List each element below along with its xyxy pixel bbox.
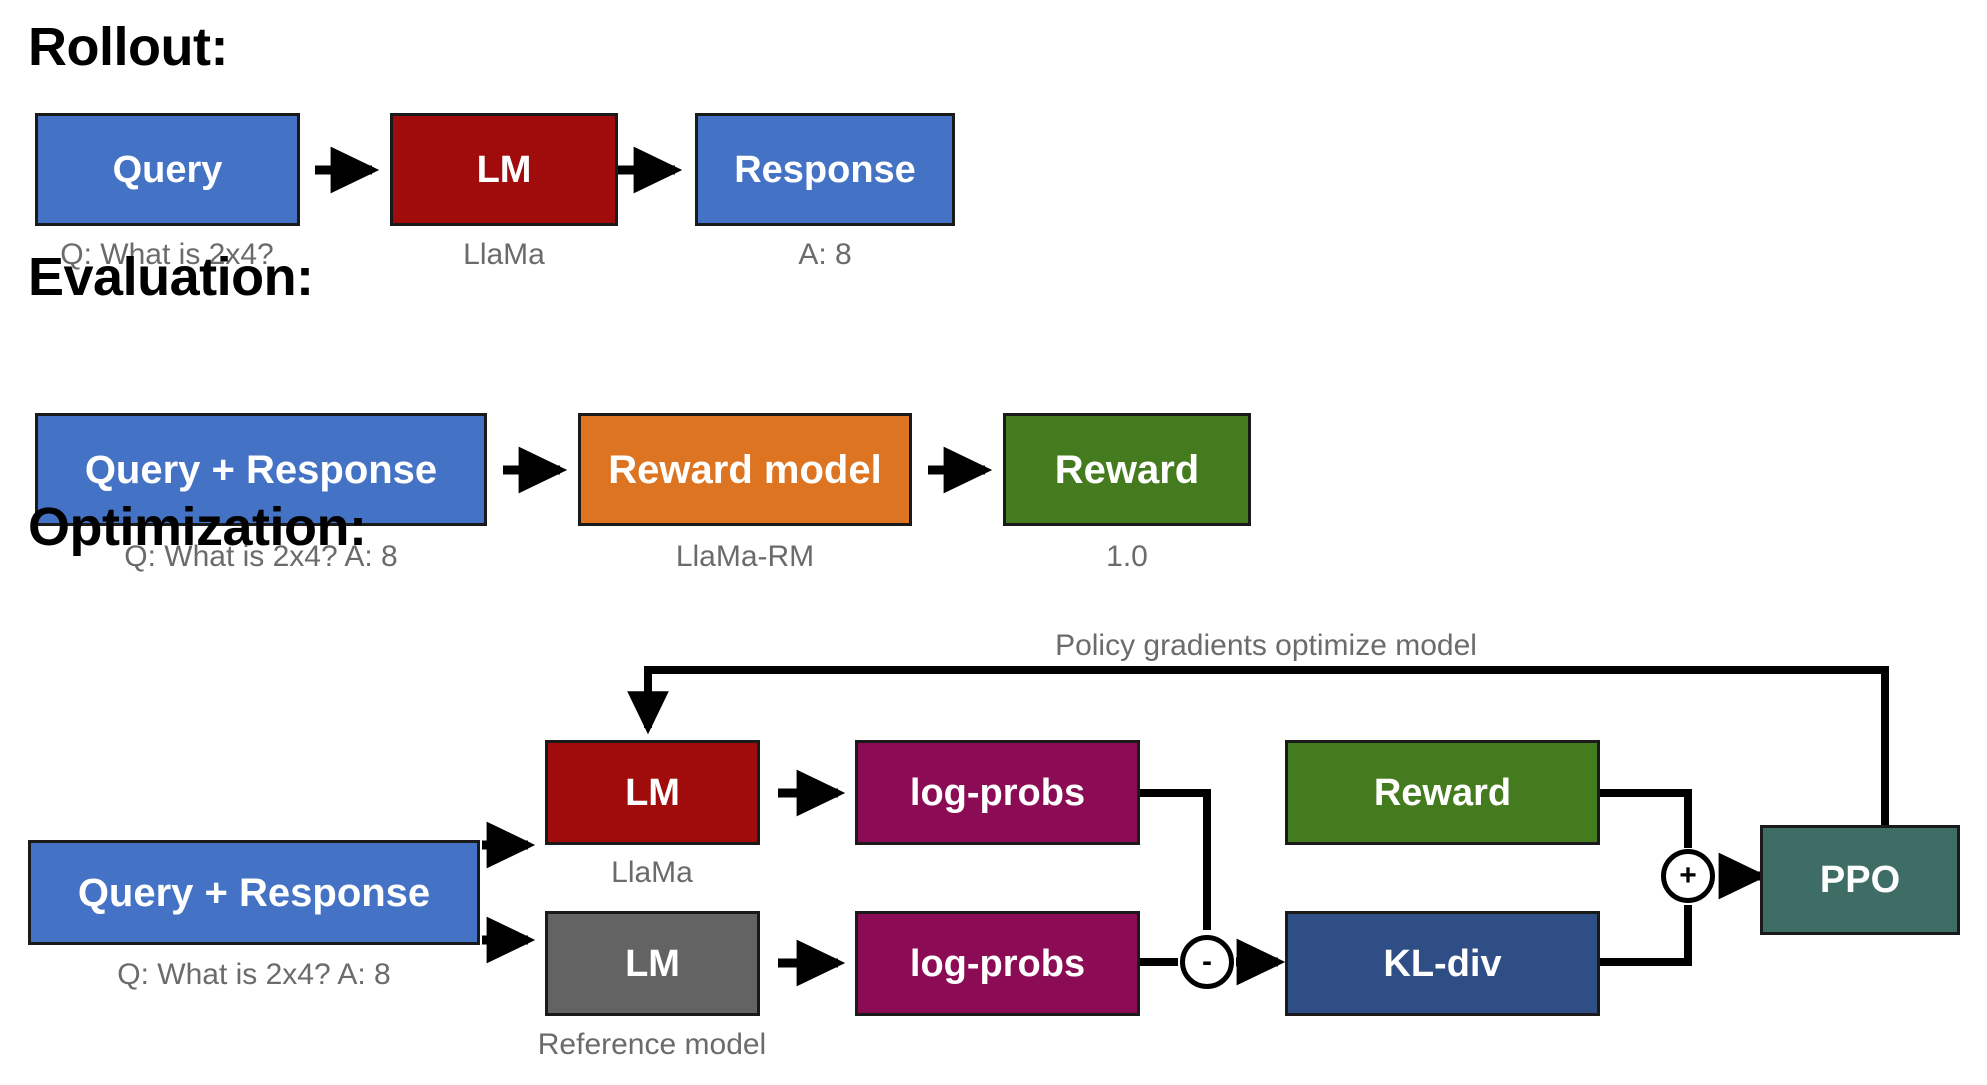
box-opt-query-response[interactable]: Query + Response <box>28 840 480 945</box>
box-opt-lm-reference[interactable]: LM <box>545 911 760 1016</box>
caption-response: A: 8 <box>798 238 852 271</box>
box-ppo[interactable]: PPO <box>1760 825 1960 935</box>
box-logprobs-policy[interactable]: log-probs <box>855 740 1140 845</box>
box-response[interactable]: Response <box>695 113 955 226</box>
caption-opt-lm-policy: LlaMa <box>611 856 693 889</box>
box-eval-query-response[interactable]: Query + Response <box>35 413 487 526</box>
caption-reward-model: LlaMa-RM <box>675 540 815 573</box>
operator-subtract-node[interactable]: - <box>1180 935 1234 989</box>
section-title-rollout: Rollout: <box>28 17 228 77</box>
caption-rollout-lm: LlaMa <box>463 238 545 271</box>
label-policy-gradients-feedback: Policy gradients optimize model <box>1055 629 1477 662</box>
box-rollout-lm[interactable]: LM <box>390 113 618 226</box>
caption-eval-reward: 1.0 <box>1106 540 1148 573</box>
caption-opt-query-response: Q: What is 2x4? A: 8 <box>117 958 391 991</box>
section-title-evaluation: Evaluation: <box>28 247 314 307</box>
box-eval-reward[interactable]: Reward <box>1003 413 1251 526</box>
box-kl-div[interactable]: KL-div <box>1285 911 1600 1016</box>
box-logprobs-reference[interactable]: log-probs <box>855 911 1140 1016</box>
box-reward-model[interactable]: Reward model <box>578 413 912 526</box>
section-title-optimization: Optimization: <box>28 497 367 557</box>
caption-eval-query-response: Q: What is 2x4? A: 8 <box>124 540 398 573</box>
wire-reward-to-add <box>1600 789 1692 848</box>
caption-opt-lm-reference: Reference model <box>537 1028 767 1061</box>
caption-query: Q: What is 2x4? <box>60 238 274 271</box>
wire-logprobs-policy-to-subtract <box>1140 789 1211 930</box>
box-opt-lm-policy[interactable]: LM <box>545 740 760 845</box>
wire-kldiv-to-add <box>1600 905 1692 966</box>
wire-ppo-feedback-to-policy-lm <box>627 666 1889 825</box>
box-query[interactable]: Query <box>35 113 300 226</box>
operator-add-node[interactable]: + <box>1661 849 1715 903</box>
box-opt-reward[interactable]: Reward <box>1285 740 1600 845</box>
